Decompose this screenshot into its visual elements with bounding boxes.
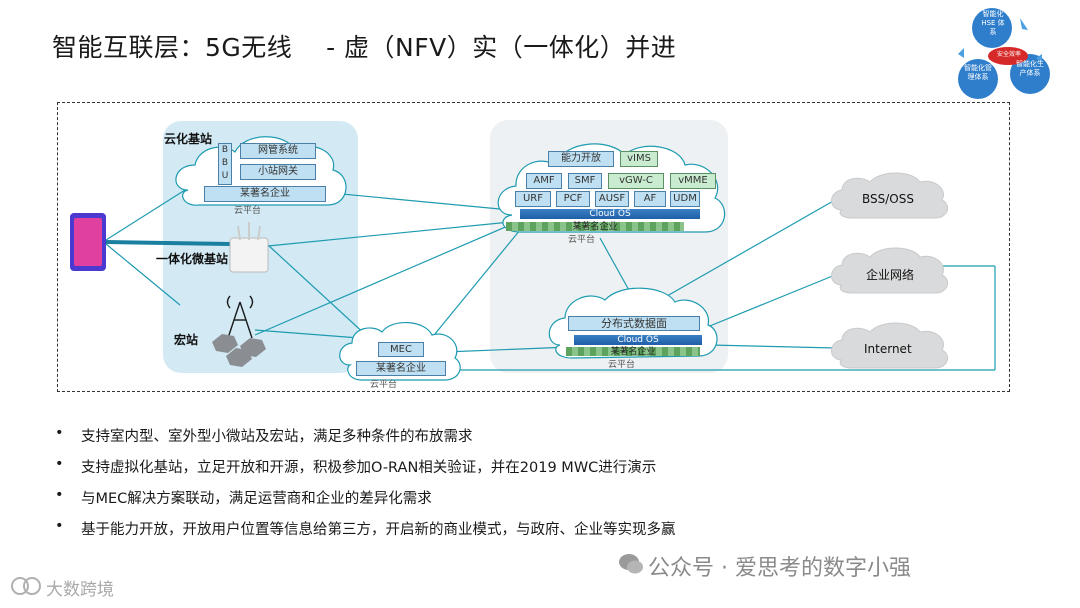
internet-label: Internet xyxy=(864,342,912,356)
wechat-icon xyxy=(619,554,643,574)
dataplane-platform-bar: 某著名企业 xyxy=(566,347,700,357)
netmgmt-box: 网管系统 xyxy=(240,143,316,159)
nf-box: AF xyxy=(634,191,666,207)
watermark-brand: 大数跨境 xyxy=(46,580,114,600)
nf-box: vGW-C xyxy=(608,173,664,189)
bullet-item: • 支持虚拟化基站，立足开放和开源，积极参加O-RAN相关验证，并在2019 MW… xyxy=(55,456,676,487)
bullet-dot: • xyxy=(55,425,64,441)
bbu-box: B B U xyxy=(218,143,232,185)
bbu-letter: U xyxy=(221,171,229,181)
macro-tower-icon xyxy=(226,295,254,339)
mec-platform-sub: 云平台 xyxy=(370,380,398,390)
bullet-text: 与MEC解决方案联动，满足运营商和企业的差异化需求 xyxy=(81,491,432,507)
page-title: 智能互联层：5G无线 - 虚（NFV）实（一体化）并进 xyxy=(52,33,677,62)
bullet-list: • 支持室内型、室外型小微站及宏站，满足多种条件的布放需求 • 支持虚拟化基站，立足… xyxy=(55,425,676,549)
logo-circle-hse xyxy=(972,8,1012,48)
enterprise-cloud xyxy=(831,247,949,294)
logo-circle-management xyxy=(958,59,998,99)
dataplane-box: 分布式数据面 xyxy=(568,316,700,331)
bullet-text: 支持虚拟化基站，立足开放和开源，积极参加O-RAN相关验证，并在2019 MWC… xyxy=(81,460,657,476)
dataplane-cloud-os-bar: Cloud OS xyxy=(574,335,702,345)
enterprise-network-label: 企业网络 xyxy=(866,268,915,282)
fronthaul-link xyxy=(105,240,231,246)
nf-box: UDM xyxy=(670,191,700,207)
bbu-letter: B xyxy=(221,158,229,168)
logo-text-management: 智能化管理体系 xyxy=(964,64,992,81)
logo-text-hse: 智能化 HSE 体系 xyxy=(981,10,1005,36)
bullet-item: • 基于能力开放，开放用户位置等信息给第三方，开启新的商业模式，与政府、企业等实现… xyxy=(55,518,676,549)
dataplane-platform-sub: 云平台 xyxy=(608,360,636,370)
logo-circle-production xyxy=(1010,54,1050,94)
macro-cell-hex xyxy=(212,334,238,353)
cloud-platform-sub: 云平台 xyxy=(234,206,262,216)
cloud-platform-box: 某著名企业 xyxy=(204,186,326,202)
logo-graphic xyxy=(958,8,1050,99)
bullet-dot: • xyxy=(55,487,64,503)
nf-box: AMF xyxy=(526,173,562,189)
nf-box: SMF xyxy=(568,173,602,189)
macro-label: 宏站 xyxy=(174,333,199,347)
nf-box: URF xyxy=(515,191,551,207)
nf-box: PCF xyxy=(556,191,590,207)
bullet-item: • 支持室内型、室外型小微站及宏站，满足多种条件的布放需求 xyxy=(55,425,676,456)
bullet-text: 基于能力开放，开放用户位置等信息给第三方，开启新的商业模式，与政府、企业等实现多… xyxy=(81,522,676,538)
core-platform-sub: 云平台 xyxy=(568,235,596,245)
cap-open-box: 能力开放 xyxy=(548,151,614,167)
nf-box: vMME xyxy=(670,173,716,189)
bss-cloud xyxy=(831,172,949,219)
bullet-dot: • xyxy=(55,456,64,472)
logo-text-production: 智能化生产体系 xyxy=(1016,60,1044,77)
internet-cloud xyxy=(831,322,949,369)
vims-box: vIMS xyxy=(620,151,658,167)
nf-box: AUSF xyxy=(595,191,629,207)
watermark: 公众号 · 爱思考的数字小强 xyxy=(648,556,911,581)
architecture-frame xyxy=(57,102,1010,392)
mec-platform-box: 某著名企业 xyxy=(356,361,446,376)
bbu-letter: B xyxy=(221,145,229,155)
brand-logo-icon xyxy=(11,577,41,595)
bullet-dot: • xyxy=(55,518,64,534)
core-platform-bar: 某著名企业 xyxy=(506,222,684,232)
small-gateway-box: 小站网关 xyxy=(240,164,316,180)
micro-bs-device xyxy=(229,237,269,273)
core-cloud-os-bar: Cloud OS xyxy=(520,209,700,219)
bss-oss-label: BSS/OSS xyxy=(862,192,914,206)
logo-text-center: 安全效率 xyxy=(996,51,1021,58)
micro-bs-label: 一体化微基站 xyxy=(156,252,229,266)
cloud-bs-label: 云化基站 xyxy=(164,132,213,146)
logo-center xyxy=(988,47,1028,65)
bullet-item: • 与MEC解决方案联动，满足运营商和企业的差异化需求 xyxy=(55,487,676,518)
mec-box: MEC xyxy=(378,342,424,357)
bullet-text: 支持室内型、室外型小微站及宏站，满足多种条件的布放需求 xyxy=(81,429,473,445)
